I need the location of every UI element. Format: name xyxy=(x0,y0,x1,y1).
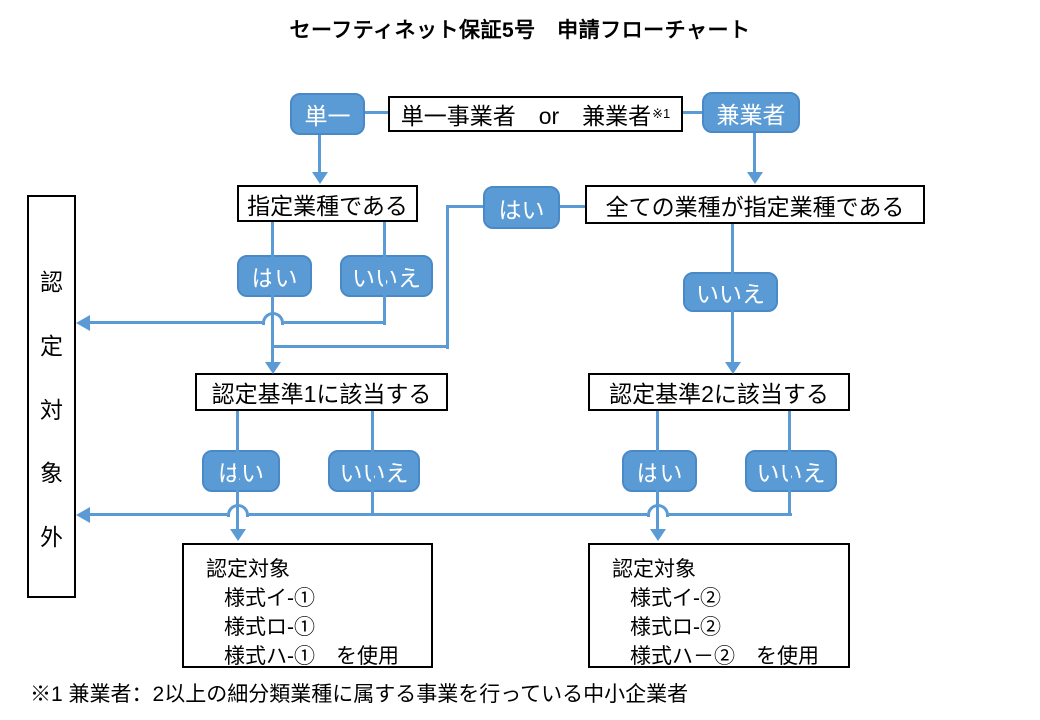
node-criteria1: 認定基準1に該当する xyxy=(195,373,448,411)
badge-yes-criteria1: はい xyxy=(202,450,280,492)
connector-criteria1-yes xyxy=(236,411,239,530)
connector-designated-yes xyxy=(271,222,274,363)
node-criteria2: 認定基準2に該当する xyxy=(588,373,850,411)
badge-no-criteria2: いいえ xyxy=(745,450,837,492)
arrowhead-down-icon xyxy=(725,362,741,374)
connector-multi-alldesignated xyxy=(753,133,756,173)
badge-no-all-designated: いいえ xyxy=(683,272,778,312)
not-eligible-char: 外 xyxy=(40,524,63,550)
result1-line: 様式ハ-① を使用 xyxy=(224,645,399,668)
arrowhead-down-icon xyxy=(265,362,281,374)
node-multi-business: 兼業者 xyxy=(702,92,800,133)
result2-line: 様式ハ－② を使用 xyxy=(630,645,819,668)
arrowhead-down-icon xyxy=(650,529,666,541)
connector-single-designated xyxy=(318,135,321,173)
not-eligible-char: 認 xyxy=(40,269,63,295)
not-eligible-char: 定 xyxy=(40,332,63,359)
result1-line: 様式イ-① xyxy=(224,587,315,610)
connector-single-topcondition xyxy=(365,111,388,114)
not-eligible-char: 象 xyxy=(40,460,63,487)
node-not-eligible: 認 定 対 象 外 xyxy=(27,195,76,598)
result1-line: 認定対象 xyxy=(206,558,290,581)
connector-topcondition-multi xyxy=(683,111,702,114)
connector-no-line-lower-1 xyxy=(90,513,227,516)
footnote: ※1 兼業者：2以上の細分類業種に属する事業を行っている中小企業者 xyxy=(30,683,689,706)
node-single: 単一 xyxy=(290,93,365,135)
node-top-condition: 単一事業者 or 兼業者※1 xyxy=(388,96,683,132)
node-all-designated-industry: 全ての業種が指定業種である xyxy=(585,185,925,224)
connector-criteria1-no xyxy=(371,411,374,516)
not-eligible-char: 対 xyxy=(40,396,63,423)
result2-line: 様式ロ-② xyxy=(630,616,721,639)
connector-yes-alldesignated-left xyxy=(446,205,483,208)
badge-yes-designated: はい xyxy=(237,255,312,297)
badge-no-designated: いいえ xyxy=(340,255,433,297)
connector-designated-no xyxy=(383,222,386,325)
result1-line: 様式ロ-① xyxy=(224,616,315,639)
connector-no-line-lower-2 xyxy=(249,513,647,516)
line-jump-arc xyxy=(262,312,284,325)
arrowhead-down-icon xyxy=(747,172,763,184)
node-result1: 認定対象 様式イ-① 様式ロ-① 様式ハ-① を使用 xyxy=(182,543,433,668)
arrowhead-left-icon xyxy=(76,315,90,331)
connector-elbow-horizontal xyxy=(271,345,449,348)
connector-alldesignated-no xyxy=(731,224,734,363)
top-condition-label: 単一事業者 or 兼業者 xyxy=(400,103,652,129)
arrowhead-down-icon xyxy=(312,172,328,184)
page-title: セーフティネット保証5号 申請フローチャート xyxy=(289,19,751,42)
badge-no-criteria1: いいえ xyxy=(328,450,420,492)
connector-yes-alldesignated-right xyxy=(560,205,585,208)
badge-yes-all-designated: はい xyxy=(483,186,560,229)
connector-criteria2-no xyxy=(788,411,791,516)
result2-line: 認定対象 xyxy=(612,558,696,581)
arrowhead-left-icon xyxy=(76,507,90,523)
result2-line: 様式イ-② xyxy=(630,587,721,610)
node-result2: 認定対象 様式イ-② 様式ロ-② 様式ハ－② を使用 xyxy=(588,543,850,668)
connector-elbow-vertical xyxy=(446,205,449,349)
connector-no-line-lower-3 xyxy=(669,513,792,516)
connector-no-to-noteligible-1 xyxy=(90,321,262,324)
connector-criteria2-yes xyxy=(656,411,659,530)
line-jump-arc xyxy=(227,504,249,517)
badge-yes-criteria2: はい xyxy=(622,450,697,492)
arrowhead-down-icon xyxy=(230,529,246,541)
node-designated-industry: 指定業種である xyxy=(237,185,418,222)
line-jump-arc xyxy=(647,504,669,517)
connector-no-to-noteligible-2 xyxy=(284,321,386,324)
